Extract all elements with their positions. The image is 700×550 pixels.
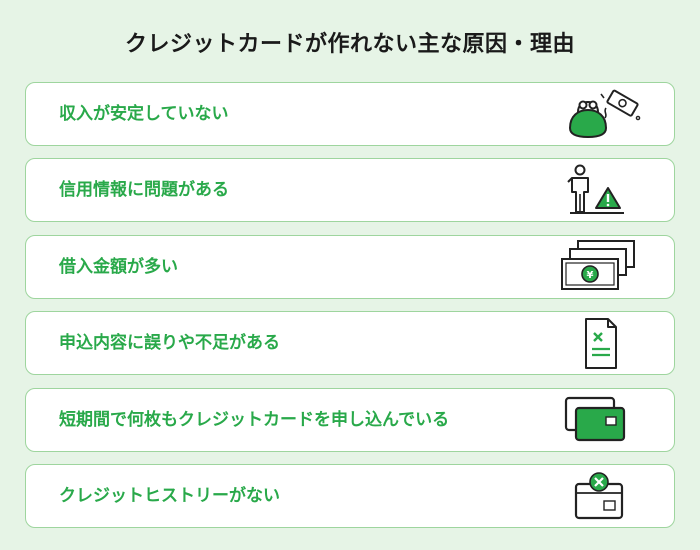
page-title: クレジットカードが作れない主な原因・理由 (124, 32, 575, 57)
multiple-cards-icon (556, 392, 644, 448)
card-no-history-icon (556, 468, 644, 524)
reason-label: 借入金額が多い (59, 257, 178, 277)
reason-card-no-credit-history: クレジットヒストリーがない (25, 464, 675, 528)
yen-banknotes-icon: ¥ (556, 239, 644, 295)
reason-card-borrowing: 借入金額が多い ¥ (25, 235, 675, 299)
coin-purse-icon (556, 86, 644, 142)
reason-label: 短期間で何枚もクレジットカードを申し込んでいる (59, 410, 450, 430)
document-error-icon (556, 315, 644, 371)
reason-card-income: 収入が安定していない (25, 82, 675, 146)
person-warning-icon (556, 162, 644, 218)
reason-label: 収入が安定していない (59, 104, 229, 124)
reason-label: 申込内容に誤りや不足がある (59, 333, 280, 353)
reason-label: クレジットヒストリーがない (59, 486, 280, 506)
reason-card-credit-info: 信用情報に問題がある (25, 158, 675, 222)
reason-card-application-error: 申込内容に誤りや不足がある (25, 311, 675, 375)
reason-card-multiple-applications: 短期間で何枚もクレジットカードを申し込んでいる (25, 388, 675, 452)
reason-label: 信用情報に問題がある (59, 180, 229, 200)
svg-text:¥: ¥ (587, 270, 594, 281)
